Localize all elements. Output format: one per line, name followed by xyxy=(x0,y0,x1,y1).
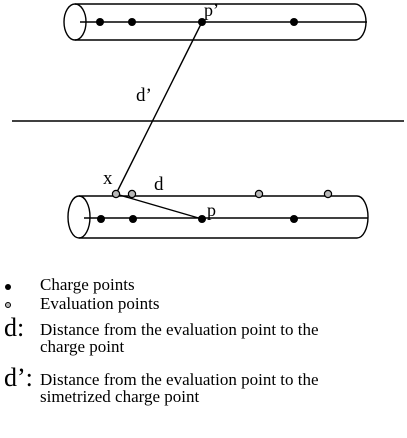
upper-charge-points xyxy=(96,18,298,26)
label-d-prime: d’ xyxy=(136,85,152,106)
evaluation-point xyxy=(323,189,333,199)
d-definition-line-1: Distance from the evaluation point to th… xyxy=(40,320,319,339)
charge-point-icon xyxy=(5,284,11,290)
lower-charge-points xyxy=(97,215,298,223)
charge-point xyxy=(97,215,105,223)
d-prime-definition-line-2: simetrized charge point xyxy=(40,387,200,406)
charge-point xyxy=(290,18,298,26)
charge-point xyxy=(290,215,298,223)
label-p: p xyxy=(207,200,216,220)
charge-point xyxy=(129,215,137,223)
evaluation-point xyxy=(254,189,264,199)
evaluation-points xyxy=(111,189,333,199)
lower-cylinder-end xyxy=(67,195,91,239)
evaluation-point xyxy=(127,189,137,199)
d-definition-line-2: charge point xyxy=(40,337,125,356)
charge-point xyxy=(198,215,206,223)
charge-point xyxy=(128,18,136,26)
d-prime-symbol: d’: xyxy=(4,363,33,392)
charge-point xyxy=(96,18,104,26)
evaluation-point-icon xyxy=(5,302,11,308)
evaluation-point xyxy=(111,189,121,199)
d-line xyxy=(115,193,203,220)
charge-image-diagram: p’ d’ x d p xyxy=(12,0,404,239)
d-symbol: d: xyxy=(4,313,25,342)
legend-evaluation-label: Evaluation points xyxy=(40,294,160,313)
label-p-prime: p’ xyxy=(204,0,219,20)
upper-cylinder xyxy=(63,3,367,41)
label-d: d xyxy=(154,174,164,195)
legend-charge-label: Charge points xyxy=(40,275,135,294)
lower-cylinder-body xyxy=(79,195,369,239)
lower-cylinder xyxy=(67,195,369,239)
label-x: x xyxy=(103,168,113,189)
d-prime-line xyxy=(115,21,203,195)
d-prime-definition-line-1: Distance from the evaluation point to th… xyxy=(40,370,319,389)
